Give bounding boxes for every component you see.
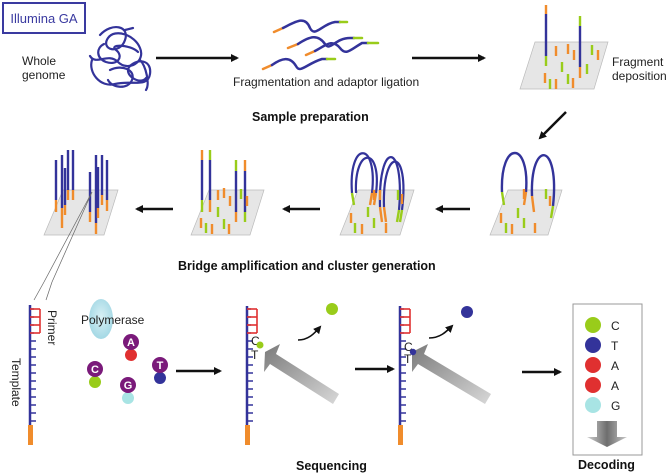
flowcell-deposition	[519, 5, 609, 90]
title-text: Illumina GA	[10, 11, 78, 26]
decoded-base-dot	[585, 317, 601, 333]
released-dye-blue	[461, 306, 473, 318]
sequencing-step-1: C T	[245, 303, 339, 445]
svg-text:C: C	[91, 364, 99, 376]
nucleotide-T: T	[152, 357, 168, 384]
fragmentation-label: Fragmentation and adaptor ligation	[233, 75, 419, 89]
sequencing-title: Sequencing	[296, 459, 367, 473]
template-strand	[28, 305, 41, 445]
flowcell-bridge-2	[339, 152, 415, 236]
decoded-base-dot	[585, 357, 601, 373]
base-C: C	[404, 340, 413, 354]
flowcell-linearized	[190, 150, 265, 236]
nucleotide-C: C	[87, 361, 103, 388]
zoom-line	[33, 281, 45, 301]
down-arrow-icon	[587, 421, 627, 447]
template-label: Template	[9, 358, 23, 407]
nucleotide-G: G	[120, 377, 136, 404]
decoding-title: Decoding	[578, 458, 635, 472]
decoded-base-dot	[585, 397, 601, 413]
deposition-label-1: Fragment	[612, 55, 664, 69]
whole-genome-label-1: Whole	[22, 54, 56, 68]
arrow-deposition-to-bridge	[538, 111, 567, 140]
decoded-base-letter: T	[611, 339, 619, 353]
decoded-base-letter: C	[611, 319, 620, 333]
decoded-base-letter: A	[611, 359, 619, 373]
nucleotide-A: A	[123, 334, 139, 361]
base-T: T	[404, 352, 412, 366]
bridge-title: Bridge amplification and cluster generat…	[178, 259, 436, 273]
released-dye-green	[326, 303, 338, 315]
flowcell-clusters	[43, 150, 119, 283]
polymerase-icon	[89, 299, 113, 339]
whole-genome-label-2: genome	[22, 68, 66, 82]
genome-tangle-icon	[88, 26, 152, 92]
polymerase-label: Polymerase	[81, 313, 145, 327]
decoded-base-letter: G	[611, 399, 620, 413]
base-C: C	[251, 334, 260, 348]
svg-text:G: G	[124, 380, 133, 392]
svg-text:T: T	[157, 360, 164, 372]
decoded-base-dot	[585, 377, 601, 393]
title-box: Illumina GA	[2, 2, 86, 34]
svg-text:A: A	[127, 337, 135, 349]
decoded-base-letter: A	[611, 379, 619, 393]
fragments-icon	[261, 19, 380, 71]
sequencing-step-2: C T	[398, 306, 491, 445]
sample-prep-title: Sample preparation	[252, 110, 369, 124]
deposition-label-2: deposition	[612, 69, 667, 83]
flowcell-bridge-1	[489, 151, 563, 236]
zoom-line	[45, 281, 53, 301]
primer-label: Primer	[45, 310, 59, 345]
decoded-base-dot	[585, 337, 601, 353]
base-T: T	[251, 348, 259, 362]
